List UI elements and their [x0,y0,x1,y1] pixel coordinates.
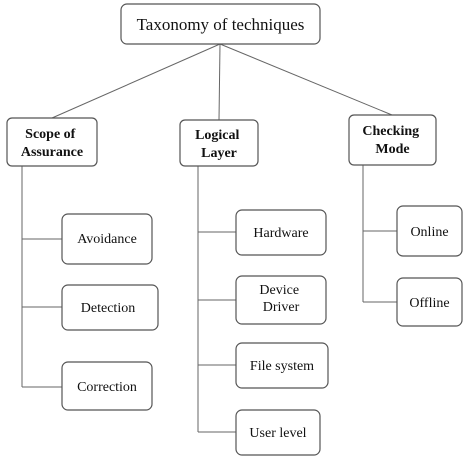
leaf-label-line: Driver [263,300,300,315]
leaf-label: File system [250,359,314,374]
leaf-node-user-level: User level [235,409,321,456]
leaf-box [396,205,463,257]
leaf-box [61,213,153,265]
category-node-logical-layer: Logical Layer [179,119,259,167]
root-label: Taxonomy of techniques [137,15,305,34]
leaf-box [235,275,327,325]
leaf-label: Offline [409,296,449,311]
leaf-node-device-driver: Device Driver [235,275,327,325]
leaf-box [396,277,463,327]
leaf-node-file-system: File system [235,342,329,389]
category-box [348,114,437,166]
category-box [179,119,259,167]
edge-root-to-scope [51,43,221,119]
category-node-checking-mode: Checking Mode [348,114,437,166]
leaf-label: Avoidance [77,232,137,247]
category-label-line: Layer [201,146,237,161]
leaf-label: Online [410,225,448,240]
category-node-scope-of-assurance: Scope of Assurance [6,117,98,167]
connector-lines [21,43,397,433]
category-label: Checking Mode [362,124,422,157]
category-label-line: Logical [195,128,239,143]
leaf-node-correction: Correction [61,361,153,411]
leaf-node-hardware: Hardware [235,209,327,256]
edge-root-to-logical [218,43,221,121]
leaf-label-line: Device [259,283,299,298]
leaf-box [61,284,159,331]
category-label: Logical Layer [195,128,243,161]
category-label-line: Checking [362,124,419,139]
leaf-node-online: Online [396,205,463,257]
leaf-label: User level [249,426,306,441]
leaf-label: Correction [77,380,137,395]
leaf-label: Detection [81,301,135,316]
leaf-label: Device Driver [259,283,302,315]
leaf-box [235,209,327,256]
leaf-node-detection: Detection [61,284,159,331]
category-label: Scope of Assurance [21,127,83,160]
leaf-box [61,361,153,411]
leaf-node-offline: Offline [396,277,463,327]
root-box [120,3,321,45]
root-node: Taxonomy of techniques [120,3,321,45]
leaf-box [235,409,321,456]
category-box [6,117,98,167]
category-label-line: Scope of [25,127,76,142]
leaf-box [235,342,329,389]
leaf-label: Hardware [253,226,308,241]
category-label-line: Mode [375,142,409,157]
category-label-line: Assurance [21,145,83,160]
leaf-node-avoidance: Avoidance [61,213,153,265]
edge-root-to-checking [219,43,393,116]
